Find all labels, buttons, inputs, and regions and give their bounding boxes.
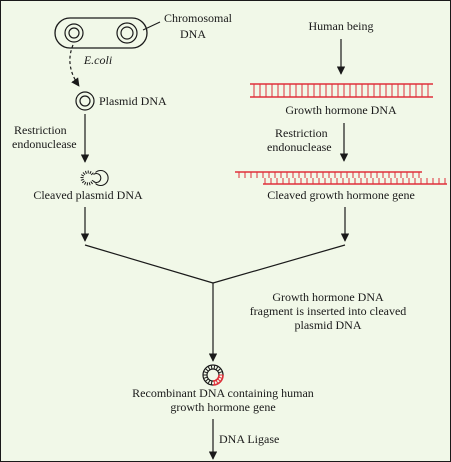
- base-pair-rung: [91, 179, 95, 183]
- plasmid-extraction-arrow: [69, 44, 80, 87]
- base-pair-rung: [203, 371, 208, 374]
- restriction-right-label-1: Restriction: [275, 126, 328, 140]
- ecoli-label: E.coli: [83, 53, 112, 67]
- recombinant-plasmid: [202, 364, 224, 386]
- restriction-right-label-2: endonuclease: [267, 140, 332, 154]
- plasmid-dna-label: Plasmid DNA: [99, 94, 167, 108]
- chromosomal-dna-label-2: DNA: [180, 27, 206, 41]
- cleaved-plasmid: [80, 170, 109, 186]
- recombinant-label-2: growth hormone gene: [170, 400, 275, 414]
- base-pair-rung: [81, 180, 85, 184]
- chromosomal-dna-pointer: [142, 21, 161, 31]
- base-pair-rung: [84, 181, 87, 185]
- growth-hormone-dna: [250, 83, 433, 98]
- base-pair-rung: [217, 368, 221, 372]
- base-pair-rung: [217, 378, 221, 382]
- base-pair-rung: [213, 380, 216, 385]
- recombinant-label-1: Recombinant DNA containing human: [132, 386, 314, 400]
- base-pair-rung: [88, 182, 91, 186]
- restriction-left-label-1: Restriction: [14, 123, 67, 137]
- base-pair-rung: [205, 378, 209, 382]
- human-being-label: Human being: [309, 19, 374, 33]
- restriction-left-label-2: endonuclease: [12, 137, 77, 151]
- base-pair-rung: [82, 172, 86, 175]
- base-pair-rung: [218, 376, 223, 379]
- base-pair-rung: [210, 380, 213, 385]
- base-pair-rung: [84, 170, 87, 174]
- insertion-label-1: Growth hormone DNA: [272, 290, 384, 304]
- growth-hormone-dna-label: Growth hormone DNA: [285, 103, 397, 117]
- base-pair-rung: [210, 365, 213, 370]
- base-pair-rung: [213, 365, 216, 370]
- insertion-label-3: plasmid DNA: [295, 318, 362, 332]
- insertion-label-2: fragment is inserted into cleaved: [250, 304, 407, 318]
- base-pair-rung: [90, 172, 94, 176]
- base-pair-rung: [203, 376, 208, 379]
- chromosomal-dna-label-1: Chromosomal: [164, 11, 233, 25]
- base-pair-rung: [218, 371, 223, 374]
- base-pair-rung: [207, 379, 211, 384]
- base-pair-rung: [89, 170, 92, 175]
- base-pair-rung: [215, 379, 219, 384]
- plasmid-dna: [75, 91, 95, 111]
- merge-line-left: [84, 244, 214, 284]
- cleaved-growth-hormone-gene-label: Cleaved growth hormone gene: [267, 188, 415, 202]
- base-pair-rung: [207, 366, 211, 371]
- base-pair-rung: [80, 178, 84, 181]
- cleaved-growth-hormone-gene: [235, 171, 447, 185]
- base-pair-rung: [205, 368, 209, 372]
- cleaved-plasmid-dna-label: Cleaved plasmid DNA: [33, 188, 143, 202]
- ecoli-cell: [54, 17, 148, 49]
- base-pair-rung: [90, 181, 94, 185]
- dna-ligase-label: DNA Ligase: [219, 432, 279, 446]
- base-pair-rung: [215, 366, 219, 371]
- merge-line-right: [212, 244, 346, 284]
- base-pair-rung: [81, 174, 85, 177]
